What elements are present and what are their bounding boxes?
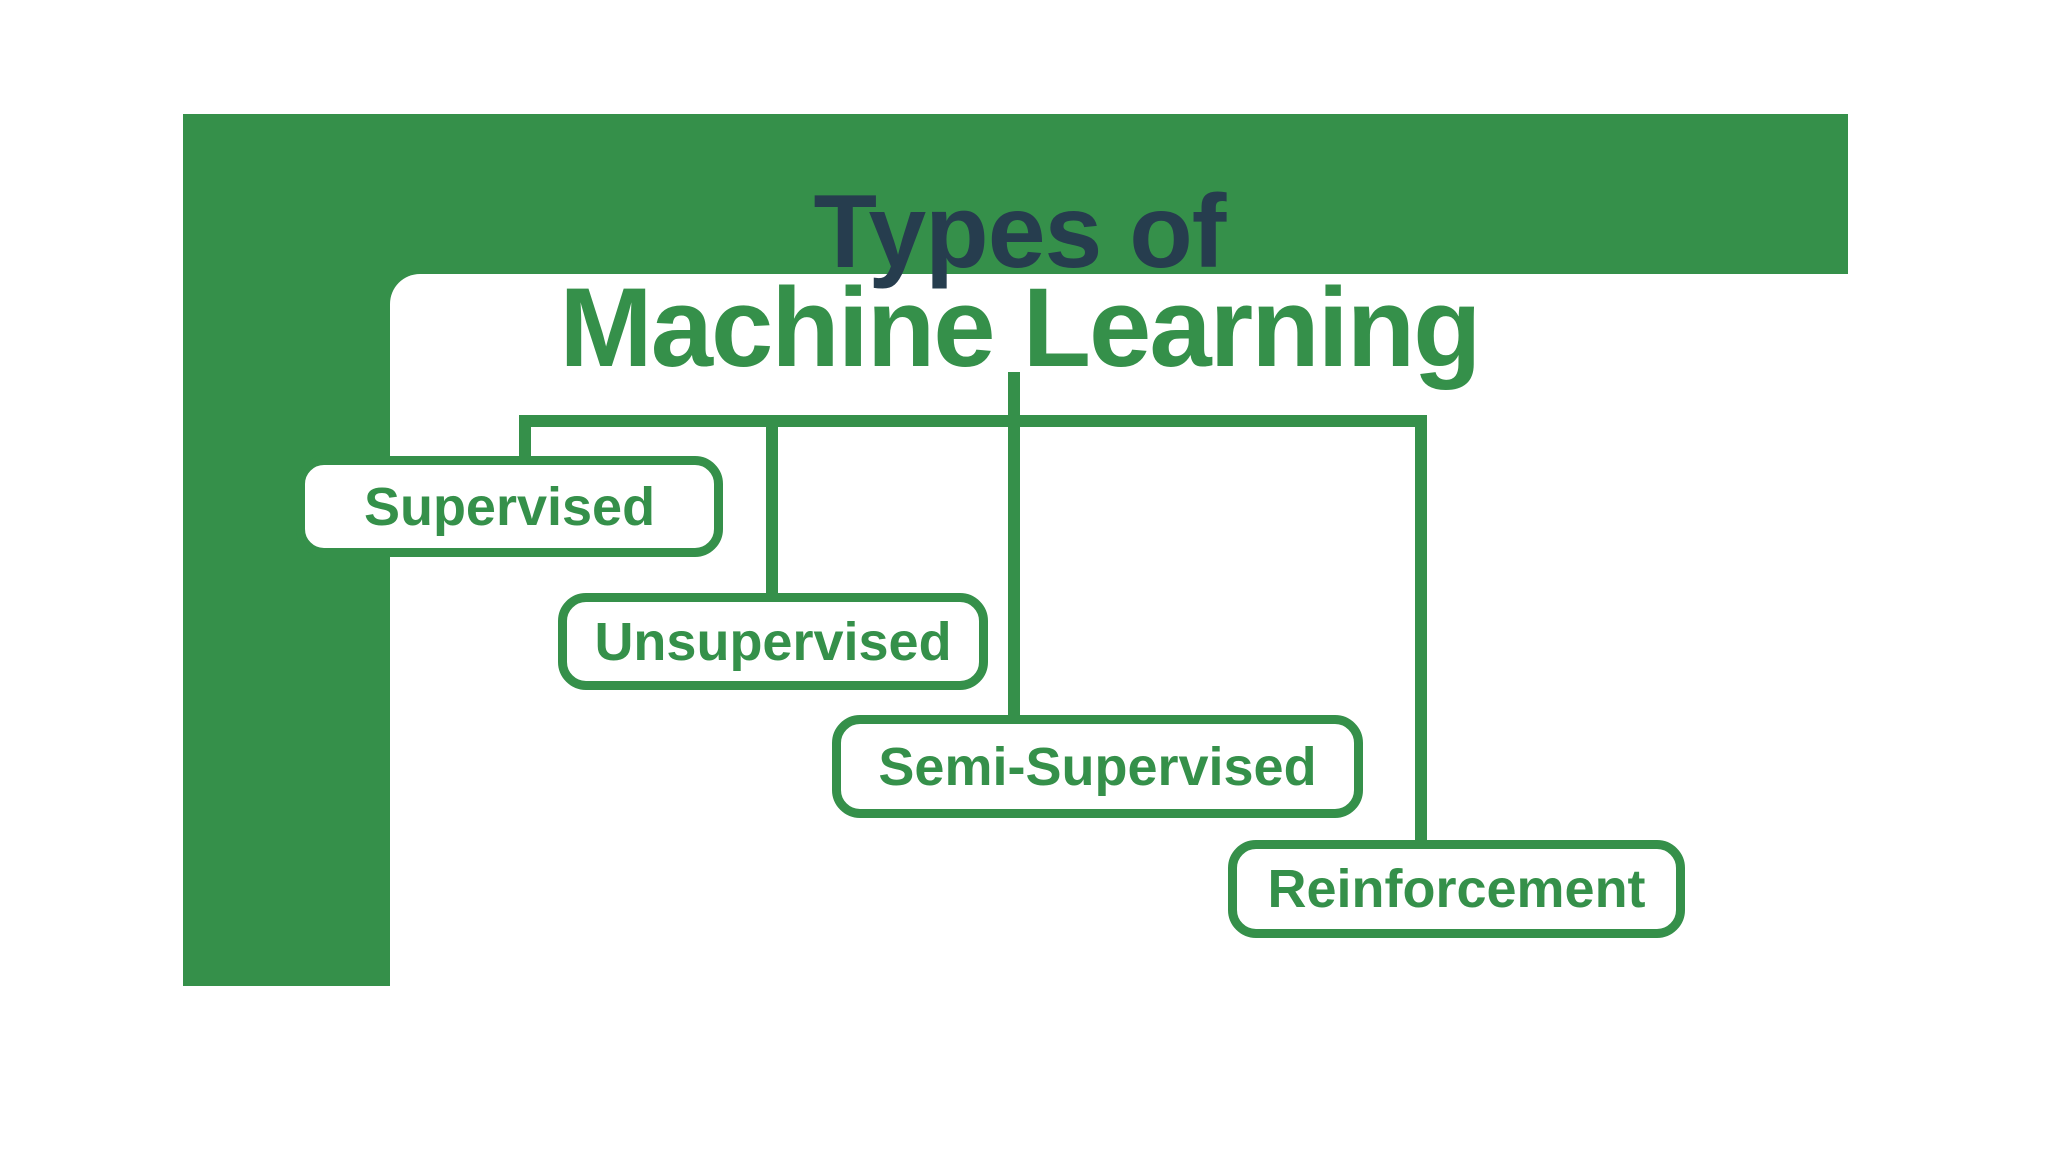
node-supervised: Supervised — [296, 456, 723, 557]
node-supervised-label: Supervised — [363, 476, 656, 537]
title-line-2: Machine Learning — [559, 265, 1481, 390]
connector-stem — [1008, 372, 1020, 427]
diagram-frame — [183, 114, 2015, 1084]
connector-drop-supervised — [519, 415, 531, 460]
title-line-1: Types of — [813, 174, 1227, 290]
connector-horizontal-bar — [519, 415, 1427, 427]
connector-drop-unsupervised — [766, 421, 778, 597]
node-unsupervised-label: Unsupervised — [594, 611, 952, 672]
node-unsupervised: Unsupervised — [558, 593, 988, 690]
node-semi-supervised: Semi-Supervised — [832, 715, 1363, 818]
connector-drop-reinforcement — [1415, 415, 1427, 844]
connector-drop-semi-supervised — [1008, 421, 1020, 719]
node-semi-supervised-label: Semi-Supervised — [878, 736, 1317, 797]
node-reinforcement-label: Reinforcement — [1267, 859, 1646, 919]
node-reinforcement: Reinforcement — [1228, 840, 1685, 938]
